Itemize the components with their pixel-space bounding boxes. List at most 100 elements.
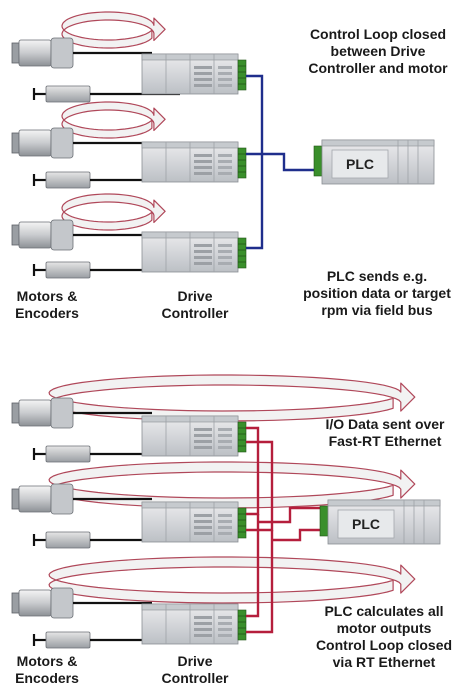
- drive-vent: [194, 256, 212, 259]
- label-line: Drive: [177, 288, 213, 304]
- motor-body: [18, 485, 52, 513]
- drive-vent: [194, 440, 212, 443]
- drive-vent: [194, 434, 212, 437]
- motor-shaft-end: [11, 402, 20, 424]
- encoder-body: [45, 171, 91, 189]
- motor-flange: [50, 587, 74, 619]
- rt-ethernet-wire: [246, 514, 260, 618]
- drive-vent: [218, 250, 232, 253]
- drive-vent: [218, 428, 232, 431]
- encoder-body: [45, 261, 91, 279]
- drive-vent: [194, 520, 212, 523]
- servo-motor-icon: [11, 37, 152, 69]
- drive-controller-icon: [141, 501, 247, 543]
- caption-line: Controller and motor: [308, 60, 448, 76]
- motor-body: [18, 39, 52, 67]
- caption-line: motor outputs: [336, 620, 432, 636]
- drive-terminal: [237, 421, 247, 453]
- drive-vent: [194, 78, 212, 81]
- drive-controller-icon: [141, 53, 247, 95]
- rt-ethernet-wire: [246, 426, 260, 516]
- circular-arrow-band: [48, 374, 416, 422]
- circular-arrow-band: [61, 193, 166, 231]
- drive-vent: [218, 622, 232, 625]
- circular-arrow-band: [61, 101, 166, 139]
- drive-vent: [194, 634, 212, 637]
- label-line: Controller: [161, 670, 229, 686]
- motor-flange: [50, 219, 74, 251]
- caption-line: Fast-RT Ethernet: [328, 433, 442, 449]
- circular-arrow-icon: [48, 556, 416, 604]
- drive-controller-icon: [141, 603, 247, 645]
- motor-flange: [50, 397, 74, 429]
- circular-arrow-icon: [48, 374, 416, 422]
- caption-line: PLC sends e.g.: [326, 268, 428, 284]
- drive-controller-icon: [141, 231, 247, 273]
- motor-flange: [50, 37, 74, 69]
- motor-body: [18, 589, 52, 617]
- circular-arrow-icon: [61, 101, 166, 139]
- label-line: Controller: [161, 305, 229, 321]
- top-caption-plc: PLC sends e.g. position data or target r…: [280, 268, 474, 319]
- drive-vent: [218, 434, 232, 437]
- drive-vent: [218, 166, 232, 169]
- circular-arrow-band: [48, 461, 416, 509]
- caption-line: PLC calculates all: [324, 603, 444, 619]
- drive-vent: [218, 520, 232, 523]
- drive-vent: [218, 526, 232, 529]
- caption-line: rpm via field bus: [321, 302, 433, 318]
- drive-vent: [218, 262, 232, 265]
- field-bus-wire: [262, 152, 314, 172]
- circular-arrow-icon: [48, 461, 416, 509]
- rt-ethernet-wire: [246, 530, 274, 634]
- drive-vent: [218, 160, 232, 163]
- field-bus-wire: [246, 74, 264, 156]
- label-line: Motors &: [16, 653, 78, 669]
- top-label-motors: Motors & Encoders: [2, 288, 92, 322]
- motor-body: [18, 129, 52, 157]
- servo-motor-icon: [11, 219, 152, 251]
- rt-ethernet-wire: [258, 506, 322, 524]
- drive-terminal: [237, 147, 247, 179]
- plc-top-rail: [327, 499, 441, 507]
- encoder-icon: [32, 445, 180, 463]
- encoder-icon: [32, 85, 180, 103]
- drive-vent: [218, 628, 232, 631]
- drive-vent: [194, 514, 212, 517]
- plc-label-panel: [331, 149, 389, 179]
- motor-drive-unit: [11, 483, 247, 549]
- label-line: Motors &: [16, 288, 78, 304]
- caption-line: via RT Ethernet: [332, 654, 436, 670]
- drive-vent: [218, 66, 232, 69]
- top-diagram: PLC: [11, 11, 435, 279]
- drive-vent: [194, 166, 212, 169]
- drive-vent: [218, 446, 232, 449]
- caption-line: Control Loop closed: [309, 26, 447, 42]
- drive-vent: [194, 84, 212, 87]
- caption-line: I/O Data sent over: [325, 416, 445, 432]
- circular-arrow-icon: [61, 193, 166, 231]
- drive-vent: [218, 440, 232, 443]
- drive-vent: [194, 532, 212, 535]
- plc-label-panel: [337, 509, 395, 539]
- top-caption-control-loop: Control Loop closed between Drive Contro…: [288, 26, 468, 77]
- plc-icon: PLC: [319, 499, 441, 545]
- plc-terminal: [313, 145, 323, 177]
- encoder-body: [45, 631, 91, 649]
- drive-terminal: [237, 59, 247, 91]
- servo-motor-icon: [11, 483, 152, 515]
- servo-motor-icon: [11, 397, 152, 429]
- drive-vent: [218, 84, 232, 87]
- servo-motor-icon: [11, 587, 152, 619]
- drive-vent: [194, 622, 212, 625]
- motor-body: [18, 399, 52, 427]
- motor-drive-unit: [11, 397, 247, 463]
- drive-vent: [218, 532, 232, 535]
- motor-shaft-end: [11, 488, 20, 510]
- drive-vent: [194, 160, 212, 163]
- servo-motor-icon: [11, 127, 152, 159]
- drive-vent: [194, 172, 212, 175]
- encoder-icon: [32, 261, 180, 279]
